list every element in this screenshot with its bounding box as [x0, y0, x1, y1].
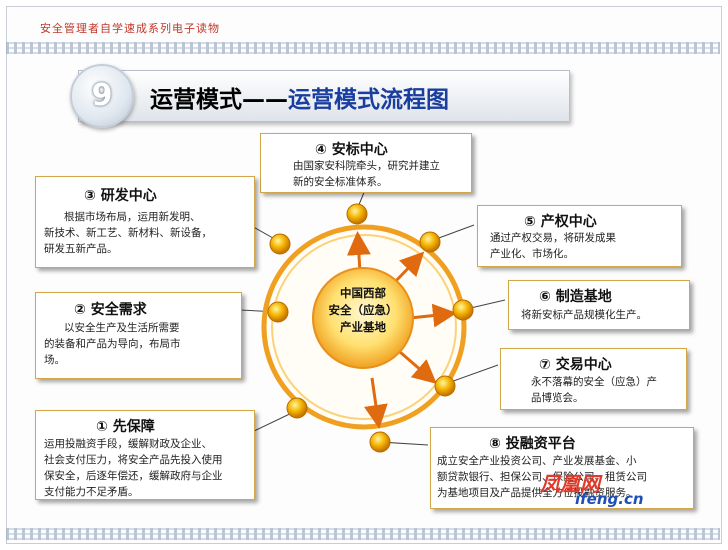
box-anquanxuqiu-title: ② 安全需求 [74, 302, 147, 318]
page-heading: 运营模式——运营模式流程图 [150, 80, 449, 114]
box-xianbaozhang-title: ① 先保障 [96, 419, 155, 435]
box-tourongzi-text: 成立安全产业投资公司、产业发展基金、小额贷款银行、担保公司、保险公司、租赁公司为… [437, 455, 647, 499]
box-yanfa: ③ 研发中心 根据市场布局，运用新发明、新技术、新工艺、新材料、新设备，研发五新… [35, 176, 255, 268]
box-tourongzi-title: ⑧ 投融资平台 [489, 436, 576, 452]
box-zhizao-title: ⑥ 制造基地 [539, 289, 612, 305]
center-label: 中国西部 安全（应急） 产业基地 [313, 285, 413, 336]
arrow-to-tourongzi [363, 377, 388, 429]
box-anbiao: ④ 安标中心 由国家安科院牵头，研究并建立新的安全标准体系。 [260, 133, 472, 193]
node-xianbaozhang [286, 397, 308, 419]
box-yanfa-title: ③ 研发中心 [84, 188, 157, 204]
center-line-2: 安全（应急） [328, 303, 398, 317]
arrow-to-zhizao [409, 303, 457, 328]
box-xianbaozhang: ① 先保障 运用投融资手段，缓解财政及企业、社会支付压力，将安全产品先投入使用保… [35, 410, 255, 500]
watermark-logo: 凤凰网 [540, 472, 600, 496]
node-anquanxuqiu [267, 301, 289, 323]
watermark-url: ifeng.cn [575, 490, 644, 508]
node-chanquan [419, 231, 441, 253]
node-anbiao [346, 203, 368, 225]
chapter-number: 9 [91, 78, 113, 113]
center-line-3: 产业基地 [340, 320, 386, 334]
box-anquanxuqiu: ② 安全需求 以安全生产及生活所需要的装备和产品为导向，布局市场。 [35, 292, 242, 379]
arrow-to-anbiao [346, 231, 371, 273]
box-anquanxuqiu-text: 以安全生产及生活所需要的装备和产品为导向，布局市场。 [44, 322, 181, 366]
box-anbiao-text: 由国家安科院牵头，研究并建立新的安全标准体系。 [293, 160, 440, 188]
box-jiaoyi: ⑦ 交易中心 永不落幕的安全（应急）产品博览会。 [500, 348, 687, 410]
box-anbiao-title: ④ 安标中心 [315, 142, 388, 158]
chapter-emblem: 9 [70, 64, 134, 128]
box-chanquan: ⑤ 产权中心 通过产权交易，将研发成果产业化、市场化。 [477, 205, 682, 267]
bottom-border-pattern [6, 528, 720, 540]
box-jiaoyi-text: 永不落幕的安全（应急）产品博览会。 [531, 376, 657, 404]
ring-nodes [267, 203, 474, 453]
header-bar [78, 70, 570, 122]
box-xianbaozhang-text: 运用投融资手段，缓解财政及企业、社会支付压力，将安全产品先投入使用保安全，后逐年… [44, 438, 223, 498]
node-tourongzi [369, 431, 391, 453]
series-title: 安全管理者自学速成系列电子读物 [40, 22, 220, 35]
box-zhizao: ⑥ 制造基地 将新安标产品规模化生产。 [508, 280, 690, 330]
box-yanfa-text: 根据市场布局，运用新发明、新技术、新工艺、新材料、新设备，研发五新产品。 [44, 211, 212, 255]
node-zhizao [452, 299, 474, 321]
box-chanquan-text: 通过产权交易，将研发成果产业化、市场化。 [490, 232, 616, 260]
box-chanquan-title: ⑤ 产权中心 [524, 214, 597, 230]
box-jiaoyi-title: ⑦ 交易中心 [539, 357, 612, 373]
heading-main: 运营模式—— [150, 87, 288, 113]
top-border-pattern [6, 42, 720, 54]
box-zhizao-text: 将新安标产品规模化生产。 [521, 309, 647, 321]
arrow-to-jiaoyi [399, 350, 437, 384]
box-tourongzi: ⑧ 投融资平台 成立安全产业投资公司、产业发展基金、小额贷款银行、担保公司、保险… [430, 427, 694, 509]
node-jiaoyi [434, 375, 456, 397]
center-line-1: 中国西部 [340, 286, 386, 300]
center-core [312, 267, 414, 369]
heading-sub: 运营模式流程图 [288, 87, 449, 113]
node-yanfa [269, 233, 291, 255]
